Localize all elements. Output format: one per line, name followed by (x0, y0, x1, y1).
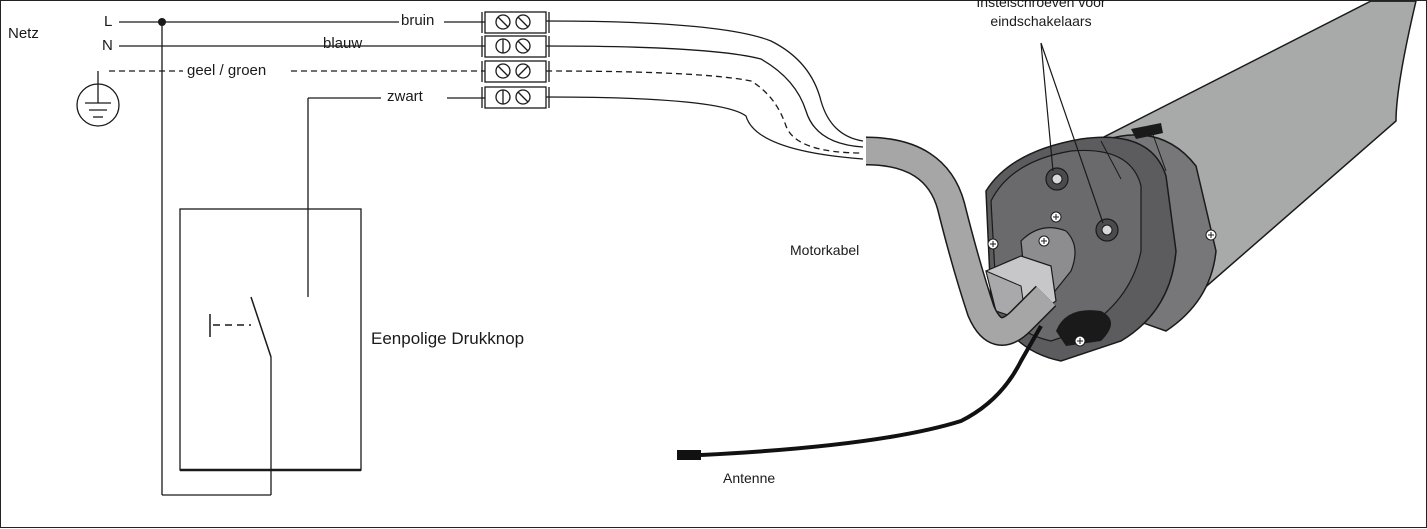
terminal-black (481, 86, 550, 109)
antenna-cable (677, 325, 1043, 460)
neutral-label: N (102, 37, 113, 54)
supply-lines (97, 21, 485, 496)
terminal-earth (481, 60, 550, 83)
callout-lines (1040, 42, 1104, 224)
limit-screws-callout: Instelschroeven voor eindschakelaars (976, 0, 1105, 31)
callout-line-1: Instelschroeven voor (976, 0, 1106, 10)
terminal-block (481, 11, 550, 109)
terminal-blue (481, 35, 550, 58)
wire-earth-label: geel / groen (187, 62, 267, 79)
cable-wires (545, 20, 864, 160)
motor-cable-label: Motorkabel (790, 242, 860, 258)
limit-screw-lower (1095, 218, 1119, 242)
terminal-brown (481, 11, 550, 34)
wire-black-label: zwart (387, 88, 423, 105)
antenna-label: Antenne (723, 470, 776, 486)
live-label: L (104, 13, 113, 30)
wire-brown-label: bruin (401, 12, 435, 29)
mains-label: Netz (8, 25, 39, 42)
junction-dot (158, 18, 166, 26)
switch-label: Eenpolige Drukknop (371, 329, 525, 348)
callout-line-2: eindschakelaars (990, 13, 1092, 29)
limit-screw-upper (1045, 167, 1069, 191)
earth-symbol-icon (76, 83, 120, 127)
push-button-switch (179, 208, 362, 472)
wire-blue-label: blauw (323, 35, 363, 52)
